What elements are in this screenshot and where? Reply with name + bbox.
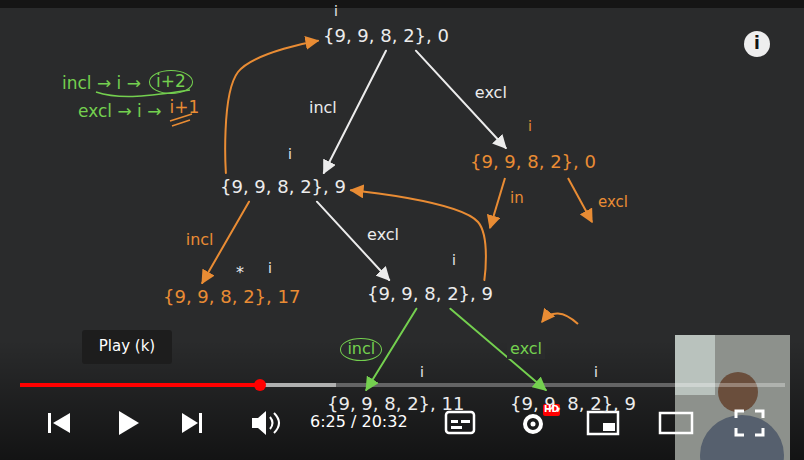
index-marker: i [334, 3, 338, 19]
state-text: {9, 9, 8, 2}, 9 [220, 177, 346, 198]
stub-label: excl [598, 194, 628, 211]
state-text: {9, 9, 8, 2}, 17 [163, 287, 300, 308]
index-marker: i [420, 364, 424, 380]
state-node: {9, 9, 8, 2}, 9 [215, 173, 351, 202]
note-text: i+2 [149, 70, 193, 94]
state-text: {9, 9, 8, 2}, 9 [510, 394, 636, 415]
edge-label: excl [507, 340, 545, 358]
webcam-inset [675, 335, 790, 460]
index-marker: i [528, 118, 532, 134]
hd-text: HD [544, 404, 559, 414]
edge-label: incl [306, 99, 340, 117]
state-node: {9, 9, 8, 2}, 17 [158, 283, 305, 312]
progress-bar [20, 379, 785, 391]
edge-label: incl [183, 231, 217, 249]
time-display: 6:25 / 20:32 [310, 413, 408, 431]
state-text: {9, 9, 8, 2}, 0 [470, 152, 596, 173]
stub-arrow [490, 178, 505, 228]
index-marker: i [288, 146, 292, 162]
index-marker: i [594, 364, 598, 380]
edge-label: excl [472, 84, 510, 102]
info-text: i [754, 34, 760, 54]
state-node: {9, 9, 8, 2}, 0 [318, 22, 454, 51]
state-text: {9, 9, 8, 2}, 0 [323, 26, 449, 47]
tooltip-box [82, 330, 172, 364]
note-text: incl → i → [62, 74, 141, 94]
tree-connector [225, 41, 318, 173]
tree-connector [351, 190, 486, 280]
hd-badge [543, 404, 560, 416]
edge-label: excl [364, 226, 402, 244]
index-marker: i [268, 260, 272, 276]
state-text: {9, 9, 8, 2}, 11 [327, 394, 464, 415]
stub-label: in [510, 190, 524, 207]
index-marker: i [452, 252, 456, 268]
state-text: {9, 9, 8, 2}, 9 [367, 284, 493, 305]
note-text: i+1 [169, 98, 199, 118]
control-icons [48, 411, 763, 435]
top-edge [0, 0, 804, 8]
state-node: {9, 9, 8, 2}, 9 [505, 390, 641, 419]
tree-connector [450, 309, 545, 390]
stub-arrow [568, 178, 592, 222]
return-arrow [542, 313, 578, 324]
state-node: {9, 9, 8, 2}, 9 [362, 280, 498, 309]
info-icon [744, 31, 770, 57]
note-text: excl → i → [78, 102, 161, 122]
star-mark: * [236, 264, 244, 282]
edge-label: incl [340, 338, 382, 360]
tooltip-text: Play (k) [99, 338, 155, 355]
state-node: {9, 9, 8, 2}, 0 [465, 148, 601, 177]
